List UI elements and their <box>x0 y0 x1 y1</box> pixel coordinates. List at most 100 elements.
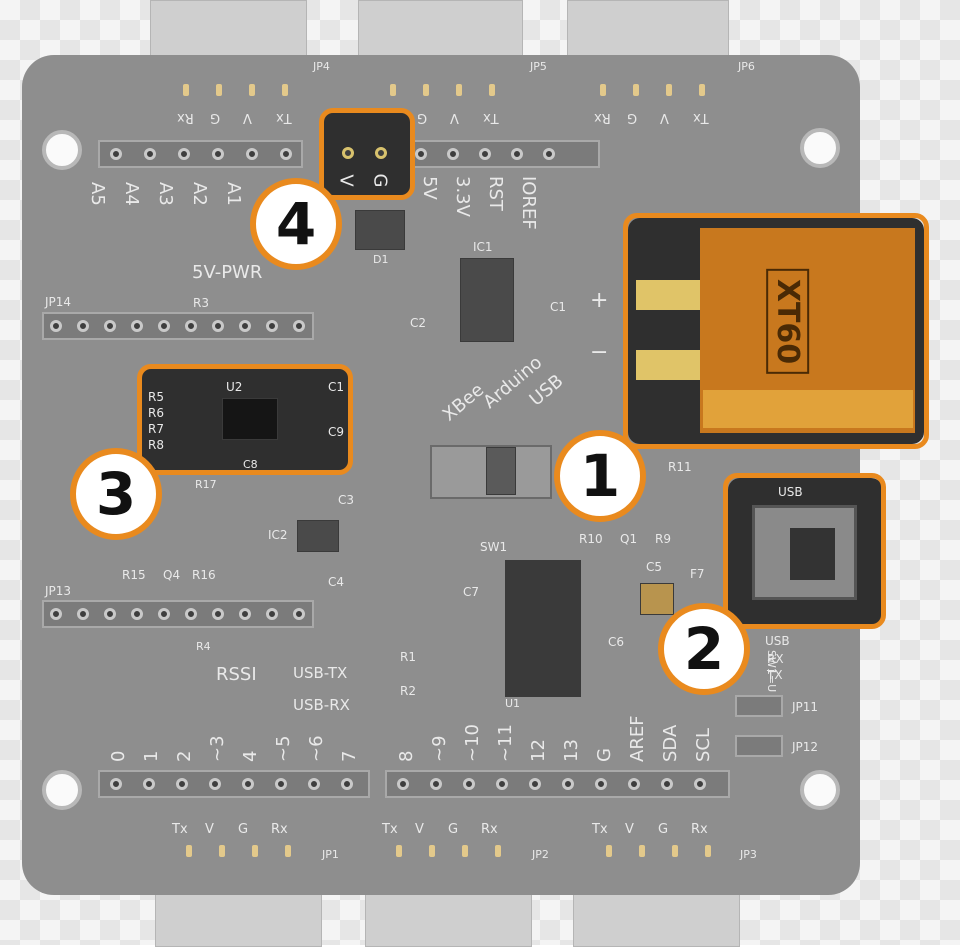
digital-pad <box>308 778 320 790</box>
header-pad <box>104 608 116 620</box>
top-pin-label: V <box>243 110 252 125</box>
jp13-label: JP13 <box>45 584 72 598</box>
header-pad <box>158 320 170 332</box>
header-pad <box>185 320 197 332</box>
c1b-label: C1 <box>328 380 345 394</box>
c7-label: C7 <box>463 585 480 599</box>
q4-label: Q4 <box>163 568 181 582</box>
digital-label: ~5 <box>273 735 294 762</box>
digital-label: 4 <box>240 750 261 762</box>
digital-label: 8 <box>396 750 417 762</box>
r15-label: R15 <box>122 568 146 582</box>
c6-label: C6 <box>608 635 625 649</box>
minus-label: − <box>590 340 609 365</box>
sw1-label: SW1 <box>480 540 508 554</box>
connector-pin <box>666 84 672 96</box>
header-pad <box>293 608 305 620</box>
f7-label: F7 <box>690 567 705 581</box>
analog-label: A1 <box>223 182 244 206</box>
switch-slider[interactable] <box>486 447 516 495</box>
connector-pin <box>282 84 288 96</box>
digital-pad <box>661 778 673 790</box>
c3-label: C3 <box>338 493 355 507</box>
analog-pad <box>246 148 258 160</box>
power-pad <box>543 148 555 160</box>
connector-pin <box>429 845 435 857</box>
digital-label: AREF <box>627 715 648 762</box>
digital-pad <box>694 778 706 790</box>
xt60-shell <box>703 390 913 428</box>
connector-pin <box>489 84 495 96</box>
connector-pin <box>606 845 612 857</box>
header-pad <box>131 320 143 332</box>
connector-pin <box>456 84 462 96</box>
digital-label: ~10 <box>462 724 483 762</box>
rssi-label: RSSI <box>216 664 257 685</box>
jp11-label: JP11 <box>792 700 819 714</box>
digital-pad <box>397 778 409 790</box>
top-pin-label: Rx <box>594 110 611 125</box>
connector-pin <box>396 845 402 857</box>
bottom-pin-label: G <box>238 822 249 837</box>
header-pad <box>131 608 143 620</box>
power-label: 3.3V <box>452 176 473 217</box>
jp12-label: JP12 <box>792 740 819 754</box>
top-pin-label: Rx <box>177 110 194 125</box>
power-input-area <box>323 112 411 196</box>
analog-label: A3 <box>155 182 176 206</box>
connector-pin <box>249 84 255 96</box>
digital-pad <box>562 778 574 790</box>
power-label: IOREF <box>518 176 539 230</box>
callout-3: 3 <box>70 448 162 540</box>
jp1-label: JP1 <box>322 848 339 861</box>
tx-label: TX <box>767 668 783 682</box>
c8-label: C8 <box>243 458 258 471</box>
capacitor-c5 <box>640 583 674 615</box>
usb-port-opening <box>790 528 835 580</box>
chip-u2 <box>222 398 278 440</box>
callout-1: 1 <box>554 430 646 522</box>
highlight-u2 <box>137 364 353 475</box>
digital-label: 1 <box>141 750 162 762</box>
jp11-header <box>735 695 783 717</box>
callout-2: 2 <box>658 603 750 695</box>
analog-header <box>98 140 303 168</box>
usb-label: USB <box>778 485 803 499</box>
connector-pin <box>633 84 639 96</box>
r9-label: R9 <box>655 532 671 546</box>
connector-pin <box>672 845 678 857</box>
top-pin-label: G <box>417 110 428 125</box>
header-pad <box>266 608 278 620</box>
digital-pad <box>430 778 442 790</box>
top-pin-label: Tx <box>276 110 292 125</box>
c2-label: C2 <box>410 316 427 330</box>
digital-pad <box>143 778 155 790</box>
q1-label: Q1 <box>620 532 638 546</box>
jp2-label: JP2 <box>532 848 549 861</box>
digital-label: SCL <box>693 727 714 762</box>
ic1-label: IC1 <box>473 240 493 254</box>
rx-label: RX <box>767 652 784 666</box>
mounting-hole <box>800 770 840 810</box>
power-label: RST <box>485 176 506 211</box>
connector-pin <box>252 845 258 857</box>
top-pin-label: G <box>627 110 638 125</box>
digital-pad <box>110 778 122 790</box>
top-pin-label: V <box>450 110 459 125</box>
chip-u1 <box>505 560 581 697</box>
header-pad <box>185 608 197 620</box>
digital-label: G <box>594 748 615 762</box>
r6-label: R6 <box>148 406 164 420</box>
r4-label: R4 <box>196 640 211 653</box>
c5-label: C5 <box>646 560 663 574</box>
highlight-usb <box>723 473 886 629</box>
header-pad <box>50 320 62 332</box>
usb-connector[interactable] <box>752 505 857 600</box>
power-pad <box>447 148 459 160</box>
sw1-note: SW1=U <box>765 650 778 693</box>
digital-pad <box>341 778 353 790</box>
bottom-pin-label: Tx <box>172 822 188 837</box>
u1-label: U1 <box>505 697 521 710</box>
digital-label: 0 <box>108 750 129 762</box>
usb-tx-label: USB-TX <box>293 664 348 682</box>
